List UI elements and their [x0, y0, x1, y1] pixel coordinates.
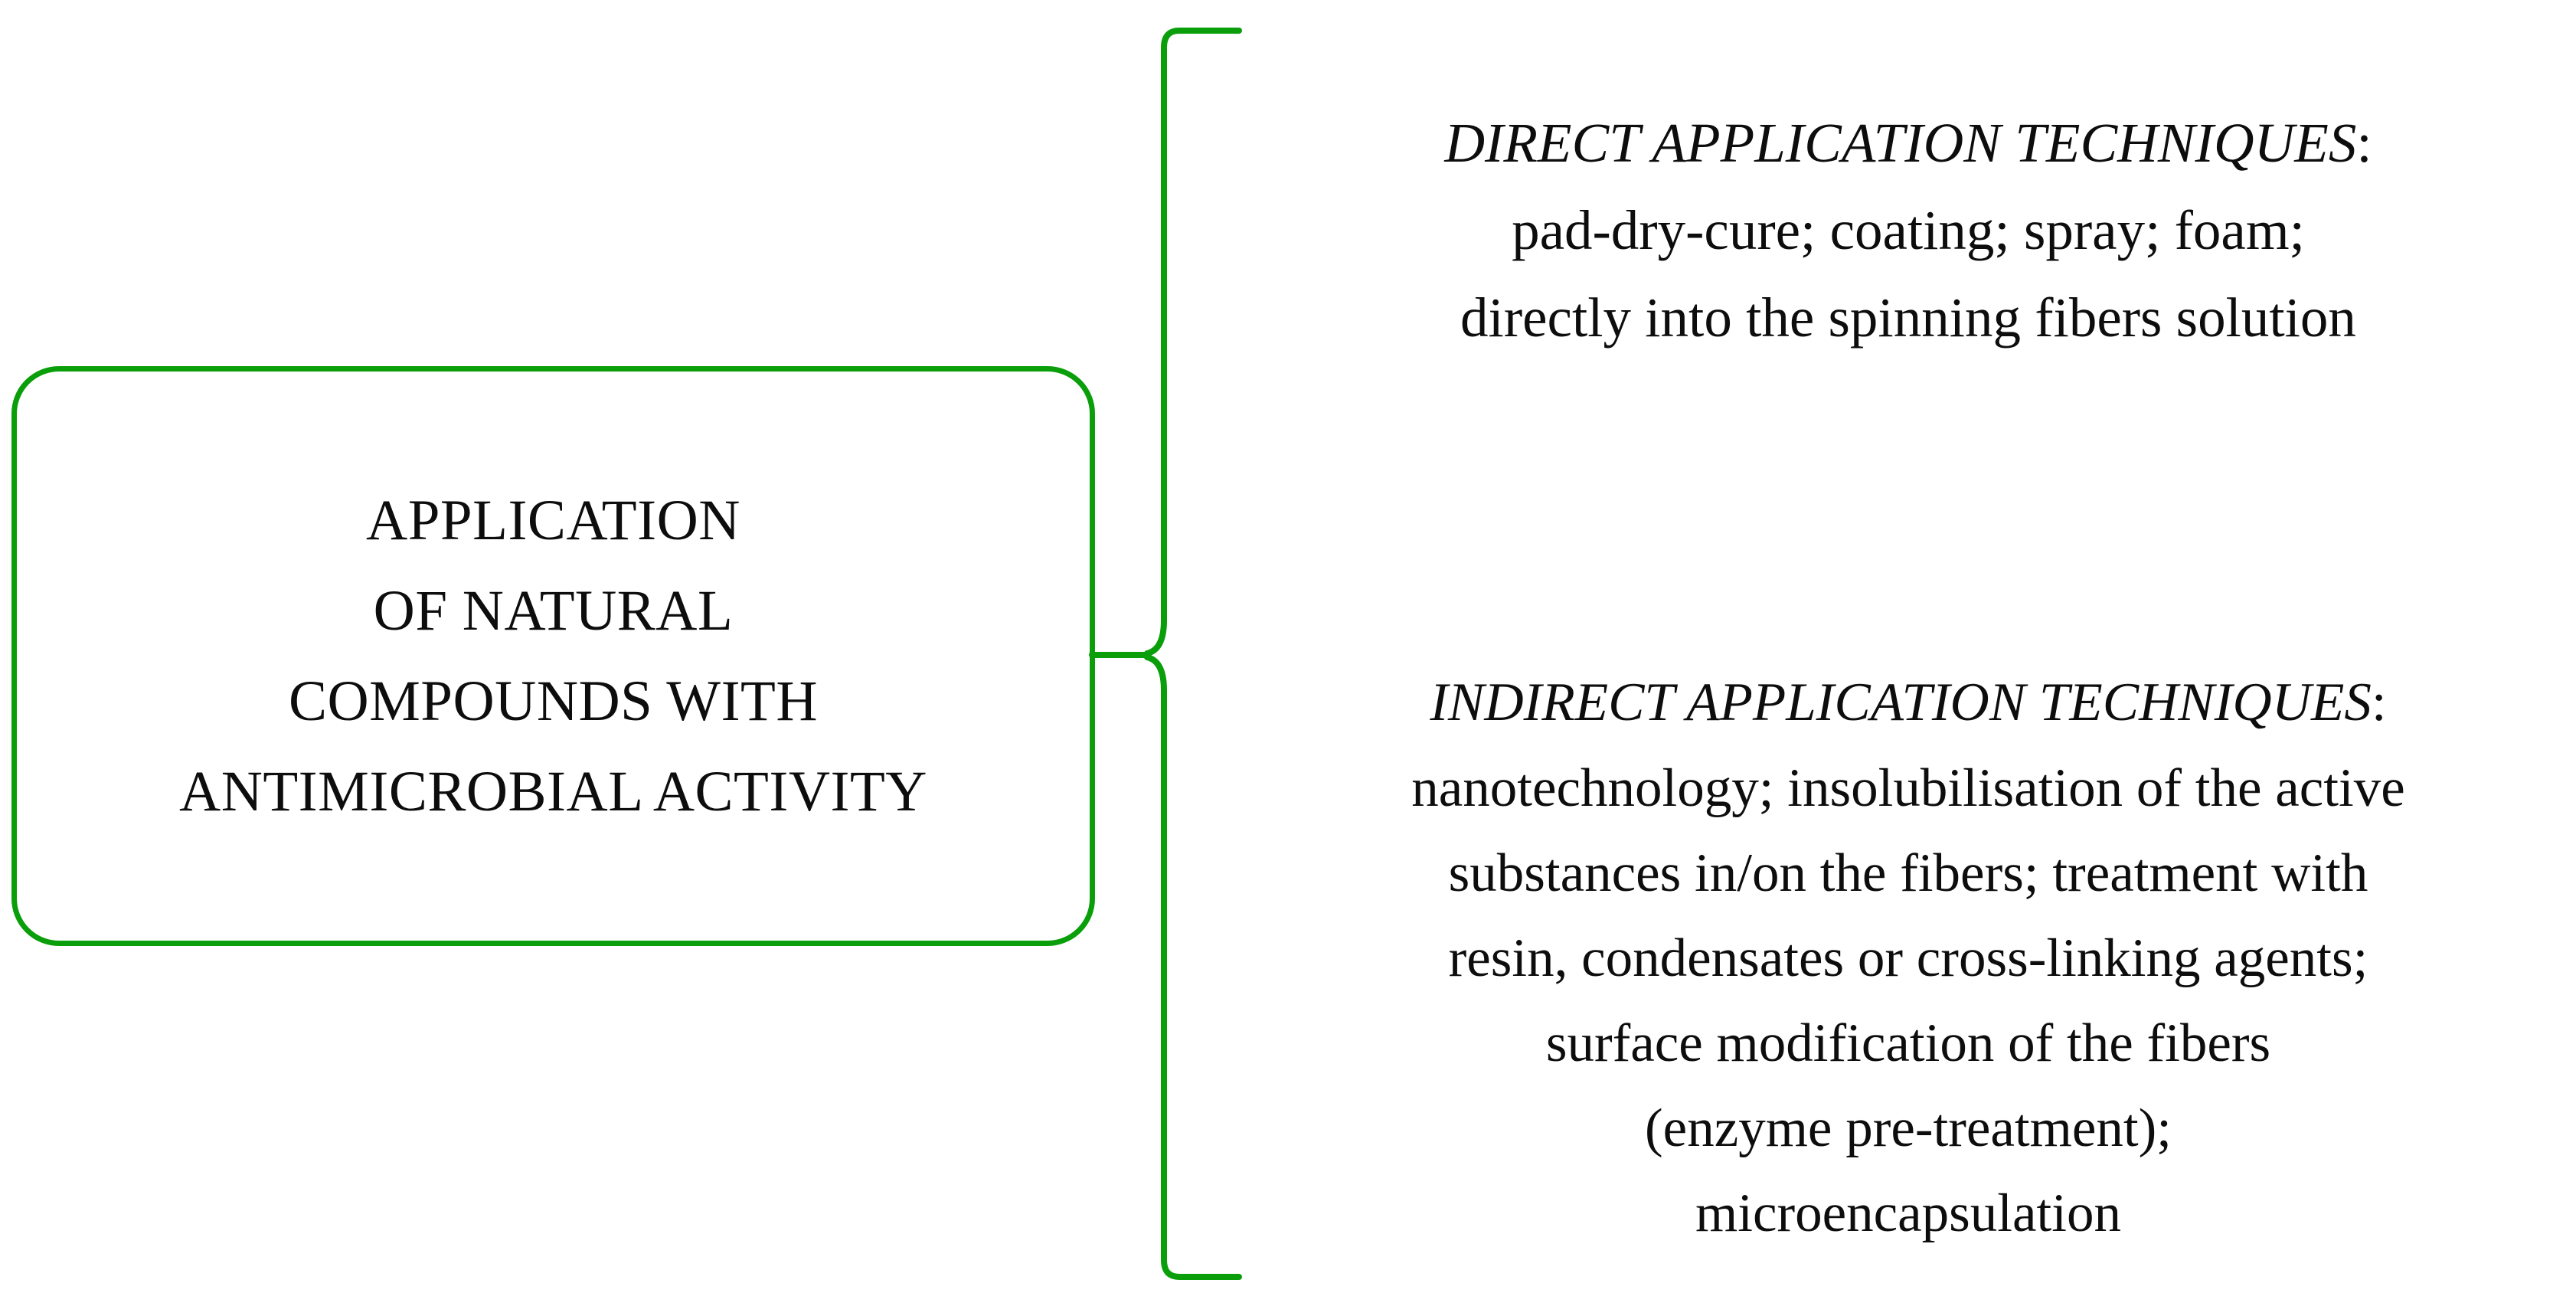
branch-indirect-body: nanotechnology; insolubilisation of the …	[1411, 758, 2405, 1243]
branch-indirect-heading: INDIRECT APPLICATION TECHNIQUES:	[1241, 659, 2576, 746]
branch-direct-body: pad-dry-cure; coating; spray; foam; dire…	[1460, 199, 2356, 349]
branch-direct[interactable]: DIRECT APPLICATION TECHNIQUES: pad-dry-c…	[1241, 100, 2576, 362]
branch-direct-heading-colon: :	[2356, 112, 2372, 174]
root-node-label: APPLICATION OF NATURAL COMPOUNDS WITH AN…	[179, 488, 927, 823]
branch-direct-heading-text: DIRECT APPLICATION TECHNIQUES	[1444, 112, 2357, 174]
branch-list: DIRECT APPLICATION TECHNIQUES: pad-dry-c…	[1241, 0, 2576, 1306]
branch-indirect-heading-text: INDIRECT APPLICATION TECHNIQUES	[1430, 673, 2372, 732]
branch-indirect[interactable]: INDIRECT APPLICATION TECHNIQUES: nanotec…	[1241, 659, 2576, 1256]
branch-indirect-heading-colon: :	[2371, 673, 2387, 732]
branch-direct-heading: DIRECT APPLICATION TECHNIQUES:	[1241, 100, 2576, 187]
root-node-box[interactable]: APPLICATION OF NATURAL COMPOUNDS WITH AN…	[11, 366, 1095, 946]
